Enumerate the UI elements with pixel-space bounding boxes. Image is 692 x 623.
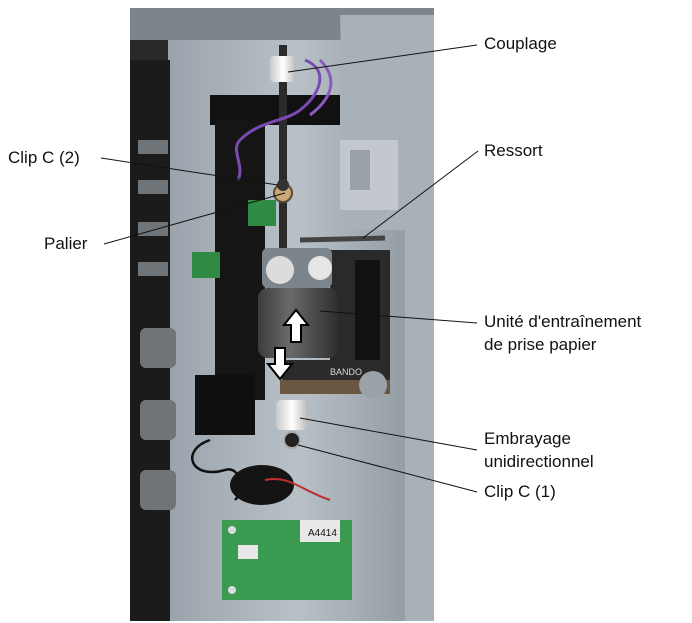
leader-clip-c2 [100, 157, 279, 186]
label-clip-c1: Clip C (1) [484, 482, 556, 501]
label-clip-c2: Clip C (2) [8, 148, 80, 167]
label-embrayage-line2: unidirectionnel [484, 452, 594, 471]
red-wire [264, 478, 331, 501]
feed-guide-teeth [138, 140, 176, 510]
label-unite-line2: de prise papier [484, 335, 597, 354]
leader-couplage [287, 44, 478, 73]
leader-embrayage [299, 417, 478, 451]
label-embrayage-line1: Embrayage [484, 429, 571, 448]
wire-harness [234, 58, 322, 181]
label-unite-line1: Unité d'entraînement [484, 312, 642, 331]
belt-text: BANDO [330, 367, 362, 377]
spring [299, 235, 386, 243]
one-way-clutch [276, 400, 308, 449]
main-pcb: A4414 [222, 520, 352, 600]
sensor-board-left [192, 252, 220, 278]
clip-c2 [277, 179, 289, 191]
label-palier: Palier [44, 234, 88, 253]
label-ressort: Ressort [484, 141, 543, 160]
sensor-board-upper [248, 200, 276, 226]
coupling-part [270, 56, 296, 82]
leader-ressort [362, 150, 479, 239]
pcb-label: A4414 [308, 528, 337, 539]
leader-clip-c1 [297, 444, 478, 493]
movement-arrows [265, 308, 311, 381]
black-frame [195, 95, 398, 435]
solenoid [230, 465, 294, 505]
label-couplage: Couplage [484, 34, 557, 53]
leader-palier [103, 192, 286, 245]
wire-harness-2 [309, 58, 333, 117]
leader-unite [319, 310, 478, 324]
